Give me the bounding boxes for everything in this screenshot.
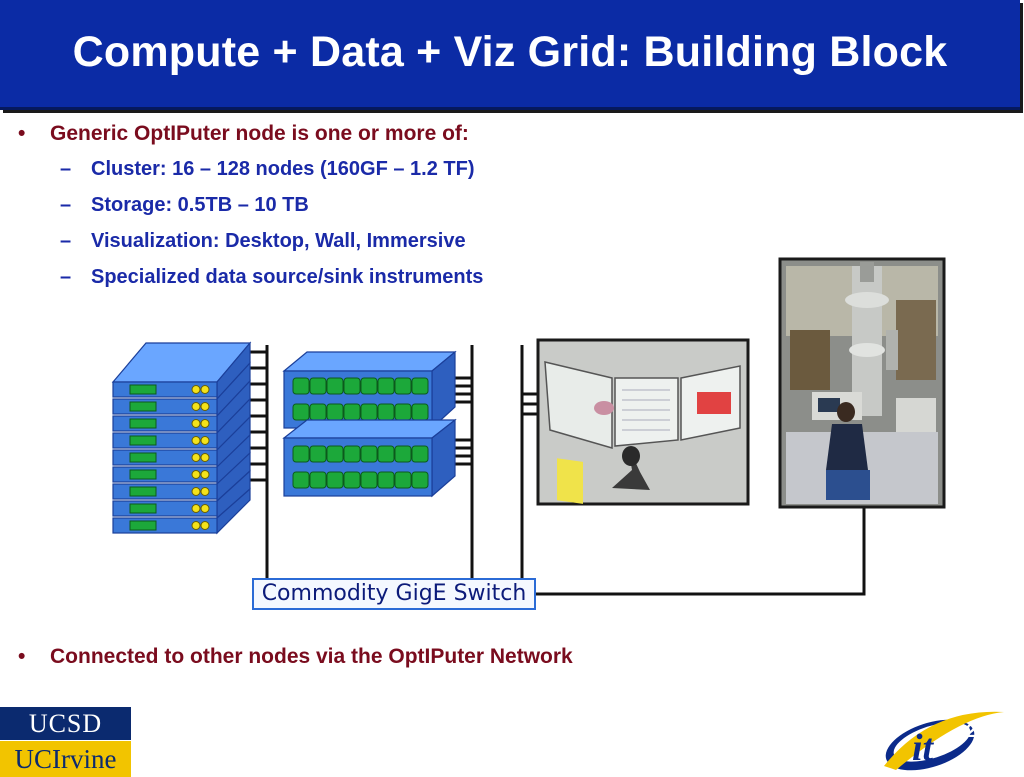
dash-marker: – xyxy=(60,266,72,288)
subitem-text: Cluster: 16 – 128 nodes (160GF – 1.2 TF) xyxy=(91,158,475,180)
subitem-text: Storage: 0.5TB – 10 TB xyxy=(91,194,309,216)
storage-taps xyxy=(455,376,472,466)
lab-instrument xyxy=(778,257,946,509)
bullet-marker: • xyxy=(18,645,26,668)
cluster-node xyxy=(112,433,251,486)
title-bar: Compute + Data + Viz Grid: Building Bloc… xyxy=(0,0,1020,110)
slide-title: Compute + Data + Viz Grid: Building Bloc… xyxy=(72,28,948,76)
cluster-node xyxy=(112,451,251,503)
bullet-marker: • xyxy=(18,122,26,145)
cluster-node xyxy=(112,469,251,520)
it2-logo: it 2 xyxy=(884,711,1004,771)
subitem-text: Specialized data source/sink instruments xyxy=(91,266,484,288)
ucsd-logo: UCSD xyxy=(0,707,131,740)
cluster-node xyxy=(112,379,251,435)
storage-unit xyxy=(282,418,457,498)
subitem-text: Visualization: Desktop, Wall, Immersive xyxy=(91,230,466,252)
it2-logo-text: it xyxy=(912,727,935,769)
dash-marker: – xyxy=(60,230,72,252)
bullet-text: Connected to other nodes via the OptIPut… xyxy=(50,645,573,668)
visualization-display xyxy=(536,338,750,506)
cluster-node xyxy=(112,361,251,418)
cluster-node xyxy=(111,341,252,401)
compute-cluster xyxy=(111,341,252,535)
wire-instrument-link xyxy=(536,506,866,596)
dash-marker: – xyxy=(60,158,72,180)
uci-logo: UCIrvine xyxy=(0,741,131,777)
storage-array xyxy=(282,350,457,498)
cluster-node xyxy=(112,415,251,469)
viz-taps xyxy=(522,392,538,416)
storage-unit xyxy=(282,350,457,430)
bullet-text: Generic OptIPuter node is one or more of… xyxy=(50,122,469,145)
dash-marker: – xyxy=(60,194,72,216)
cluster-node xyxy=(112,487,251,535)
gige-switch-label: Commodity GigE Switch xyxy=(252,578,536,610)
it2-logo-superscript: 2 xyxy=(966,721,976,741)
cluster-node xyxy=(112,397,251,452)
